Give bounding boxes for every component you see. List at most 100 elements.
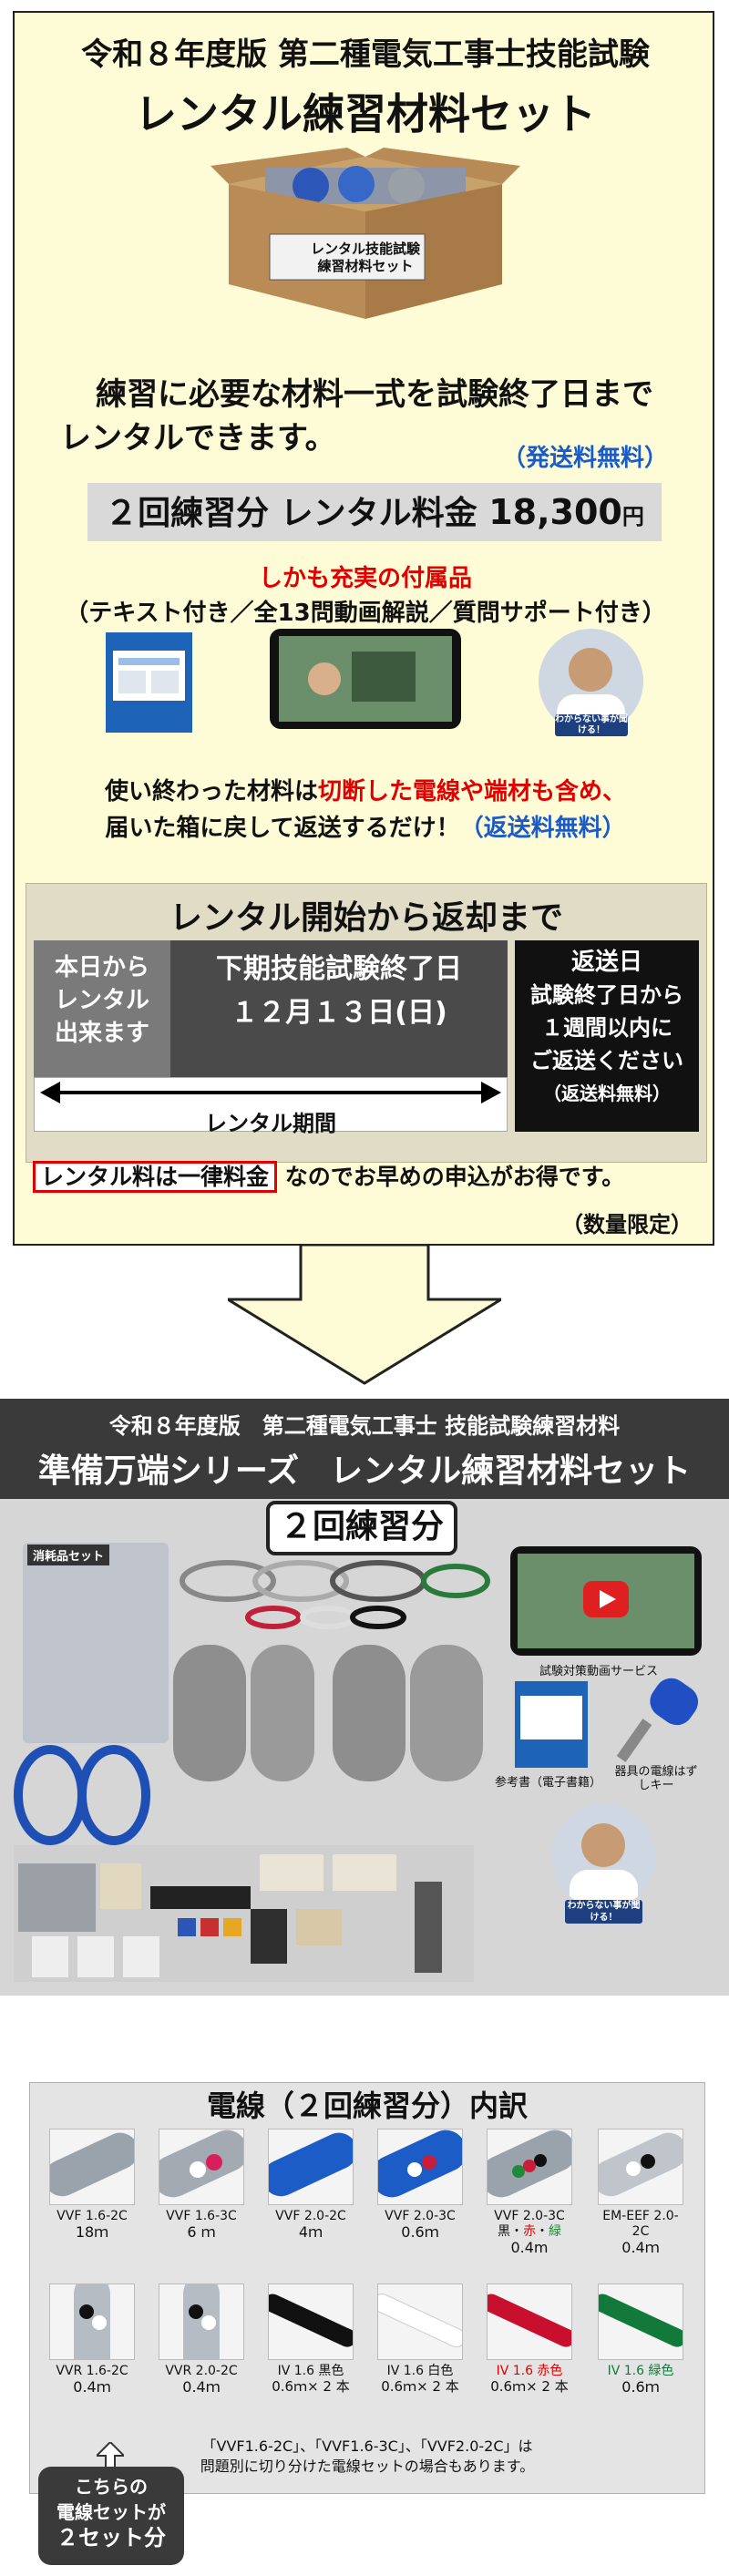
product-title: レンタル練習材料セット — [330, 1452, 692, 1490]
price-unit: 円 — [621, 504, 644, 529]
wire-name: IV 1.6 緑色 — [607, 2364, 674, 2378]
return-free: （返送料無料） — [459, 815, 626, 842]
flat-fee-suffix: なのでお早めの申込がお得です。 — [284, 1164, 625, 1190]
wire-name: VVR 1.6-2C — [56, 2364, 128, 2378]
wire-photo — [159, 2284, 244, 2360]
flat-fee-badge: レンタル料は一律料金 — [33, 1161, 278, 1193]
wire-name: VVF 1.6-3C — [166, 2209, 237, 2223]
wire-qty: 0.4ｍ — [621, 2239, 660, 2256]
wire-breakdown-title: 電線（２回練習分）内訳 — [206, 2089, 528, 2123]
wire-item: IV 1.6 緑色 0.6ｍ — [595, 2284, 686, 2395]
wire-item: EM-EEF 2.0-2C 0.4ｍ — [595, 2129, 686, 2255]
return-line-1: 使い終わった材料は — [104, 778, 318, 806]
support-label: わからない事が聞ける！ — [555, 714, 628, 736]
rental-period-label: レンタル期間 — [205, 1111, 336, 1136]
return-cond-3: ご返送ください — [530, 1048, 683, 1073]
wire-qty: 0.6ｍ — [401, 2223, 439, 2241]
wire-colors: 黒・赤・緑 — [484, 2224, 575, 2240]
wire-qty: 6 ｍ — [187, 2223, 216, 2241]
wire-name: VVR 2.0-2C — [165, 2364, 238, 2378]
wire-name: IV 1.6 白色 — [386, 2364, 454, 2378]
wire-photo — [487, 2284, 572, 2360]
double-arrow-icon — [40, 1082, 501, 1103]
return-line-2: 届いた箱に戻して返送するだけ！ — [105, 815, 460, 842]
return-free-note: （返送料無料） — [543, 1083, 671, 1104]
help-photo — [551, 1804, 656, 1909]
start-line-3: 出来ます — [54, 1020, 149, 1047]
person-icon — [570, 1823, 638, 1909]
two-sets-badge: こちらの 電線セットが ２セット分 — [38, 2467, 184, 2565]
wire-name: VVF 2.0-2C — [275, 2209, 346, 2223]
flyer-title: レンタル練習材料セット — [135, 89, 596, 139]
wire-name: IV 1.6 赤色 — [496, 2364, 563, 2378]
color-green: 緑 — [549, 2224, 561, 2239]
wire-photo — [49, 2129, 135, 2205]
product-title-line: 準備万端シリーズレンタル練習材料セット — [0, 1444, 729, 1492]
fittings-graphic — [18, 1854, 442, 1977]
rental-period-box: レンタル開始から返却まで 本日から レンタル 出来ます 下期技能試験終了日 １２… — [26, 883, 707, 1163]
wire-breakdown-panel: 電線（２回練習分）内訳 VVF 1.6-2C 18ｍ VVF 1.6-3C 6 … — [29, 2082, 705, 2494]
rental-end-cell: 下期技能試験終了日 １２月１３日(日) — [170, 940, 508, 1077]
wire-item: IV 1.6 赤色 0.6ｍ× 2 本 — [484, 2284, 575, 2395]
price-value: 18,300 — [488, 492, 622, 532]
key-icon — [616, 1678, 699, 1762]
wire-name: EM-EEF 2.0-2C — [602, 2209, 679, 2239]
wire-qty: 18ｍ — [75, 2223, 109, 2241]
wire-photo — [49, 2284, 135, 2360]
video-phone-image — [270, 629, 461, 729]
price-bar: ２回練習分 レンタル料金 18,300円 — [87, 483, 662, 541]
wire-note-line-2: 問題別に切り分けた電線セットの場合もあります。 — [200, 2458, 535, 2475]
consumables-label: 消耗品セット — [27, 1545, 110, 1565]
limited-quantity: （数量限定） — [561, 1212, 693, 1237]
rental-period-title: レンタル開始から返却まで — [169, 899, 563, 937]
key-label: 器具の電線はずしキー — [614, 1765, 698, 1792]
box-label-1: レンタル技能試験 — [310, 241, 420, 257]
return-date-cell: 返送日 試験終了日から １週間以内に ご返送ください （返送料無料） — [515, 940, 699, 1132]
end-date: １２月１３日(日) — [231, 997, 447, 1029]
wire-qty: 4ｍ — [298, 2223, 323, 2241]
wire-note-line-1: 「VVF1.6-2C」、「VVF1.6-3C」、「VVF2.0-2C」は — [201, 2437, 533, 2455]
return-title: 返送日 — [570, 949, 642, 976]
wire-photo — [268, 2129, 354, 2205]
product-photo: ２回練習分 消耗品セット — [0, 1499, 729, 1996]
end-label: 下期技能試験終了日 — [216, 953, 462, 985]
shipping-free: （発送料無料） — [502, 445, 669, 472]
wire-qty: 0.4ｍ — [182, 2378, 221, 2396]
down-arrow-icon — [228, 1245, 501, 1385]
consumables-image — [23, 1543, 169, 1743]
return-cond-1: 試験終了日から — [530, 982, 683, 1008]
two-practice-badge: ２回練習分 — [266, 1501, 457, 1555]
wire-note: 「VVF1.6-2C」、「VVF1.6-3C」、「VVF2.0-2C」は 問題別… — [30, 2437, 704, 2477]
intro-line-1: 練習に必要な材料一式を試験終了日まで — [96, 376, 653, 413]
product-header-band: 令和８年度版 第二種電気工事士 技能試験練習材料 準備万端シリーズレンタル練習材… — [0, 1399, 729, 1499]
wire-name: VVF 1.6-2C — [56, 2209, 128, 2223]
wire-photo — [487, 2129, 572, 2205]
wire-photo — [598, 2284, 683, 2360]
wire-item: VVF 1.6-3C 6 ｍ — [156, 2129, 247, 2240]
help-label: わからない事が聞ける！ — [565, 1900, 642, 1924]
wire-name: VVF 2.0-3C — [385, 2209, 456, 2223]
wire-photo — [159, 2129, 244, 2205]
color-red: 赤 — [523, 2224, 536, 2239]
blue-coils-image — [14, 1745, 150, 1845]
wire-item: VVR 1.6-2C 0.4ｍ — [46, 2284, 138, 2395]
wire-name: VVF 2.0-3C — [494, 2209, 565, 2223]
product-edition: 令和８年度版 第二種電気工事士 技能試験練習材料 — [108, 1413, 621, 1439]
wire-qty: 0.6ｍ — [621, 2378, 660, 2396]
material-box-image — [210, 148, 520, 319]
wire-item: VVR 2.0-2C 0.4ｍ — [156, 2284, 247, 2395]
video-service-image — [510, 1546, 702, 1656]
ebook-image — [515, 1681, 588, 1768]
up-arrow-icon — [97, 2442, 124, 2469]
wire-qty: 0.6ｍ× 2 本 — [272, 2378, 350, 2395]
color-black: 黒・ — [498, 2224, 523, 2239]
wire-photo — [268, 2284, 354, 2360]
wire-item: VVF 1.6-2C 18ｍ — [46, 2129, 138, 2240]
start-line-2: レンタル — [54, 987, 149, 1014]
bonus-list: （テキスト付き／全13問動画解説／質問サポート付き） — [65, 600, 666, 627]
wire-photo — [598, 2129, 683, 2205]
wire-item: IV 1.6 白色 0.6ｍ× 2 本 — [375, 2284, 466, 2395]
wire-photo — [377, 2284, 463, 2360]
rental-flyer: 令和８年度版 第二種電気工事士技能試験 レンタル練習材料セット レンタル技能試験… — [13, 11, 714, 1246]
product-series: 準備万端シリーズ — [37, 1452, 300, 1490]
